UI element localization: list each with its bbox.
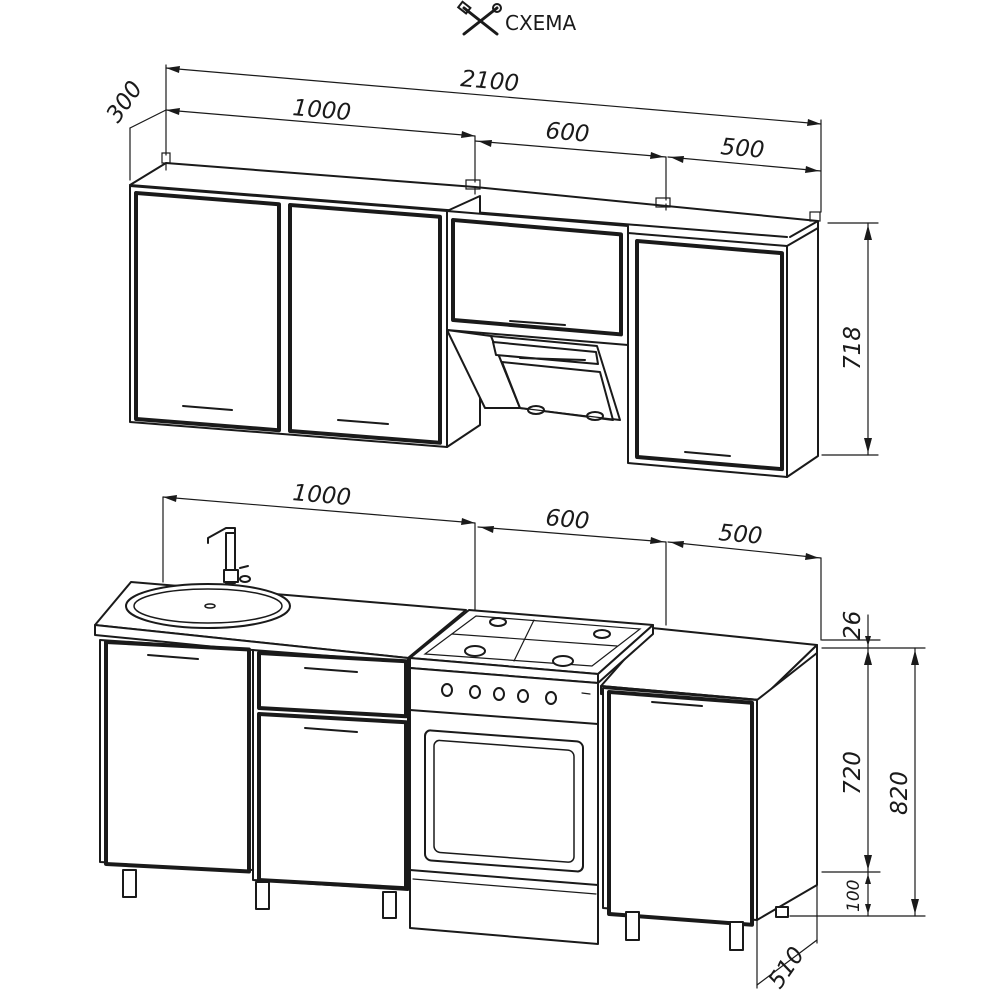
upper-cabinets xyxy=(129,152,821,478)
oven-door[interactable] xyxy=(424,729,584,873)
dim-worktop: 26 xyxy=(840,611,866,640)
cooker-hood xyxy=(446,329,621,421)
upper-door-2[interactable] xyxy=(288,202,442,445)
tools-icon xyxy=(456,0,502,36)
dim-upper-1: 1000 xyxy=(291,95,352,126)
lower-door-1[interactable] xyxy=(104,639,251,874)
leg xyxy=(255,881,270,910)
leg xyxy=(775,906,789,918)
lower-dimensions: 1000 600 500 26 720 820 100 510 xyxy=(162,480,926,993)
dim-upper-2: 600 xyxy=(544,118,590,148)
dim-upper-3: 500 xyxy=(719,134,765,164)
dim-legs: 100 xyxy=(844,880,864,912)
upper-lift-door[interactable] xyxy=(451,217,623,337)
dim-carcass-height: 720 xyxy=(840,751,866,795)
dim-lower-2: 600 xyxy=(544,505,590,535)
faucet xyxy=(207,527,251,584)
handle xyxy=(684,451,731,457)
leg xyxy=(382,891,397,919)
leg xyxy=(625,911,640,941)
sink xyxy=(125,583,291,629)
lower-door-3[interactable] xyxy=(607,689,754,927)
upper-door-3[interactable] xyxy=(635,238,784,472)
page-title: СХЕМА xyxy=(505,11,577,35)
leg xyxy=(729,921,744,951)
lower-cabinets xyxy=(94,496,822,951)
lower-drawer[interactable] xyxy=(257,650,408,719)
handle xyxy=(304,667,358,673)
dim-total-width: 2100 xyxy=(459,66,520,97)
gas-stove xyxy=(409,609,654,945)
handle xyxy=(147,654,199,660)
dim-upper-height: 718 xyxy=(840,326,866,370)
dim-lower-3: 500 xyxy=(717,520,763,550)
handle xyxy=(304,727,358,733)
leg xyxy=(122,869,137,898)
handle xyxy=(651,701,703,707)
dim-lower-1: 1000 xyxy=(291,480,352,511)
dim-depth-upper: 300 xyxy=(102,77,148,128)
handle xyxy=(337,419,389,425)
upper-dimensions: 2100 1000 600 500 300 718 xyxy=(102,64,879,456)
lower-door-2[interactable] xyxy=(257,711,408,891)
handle xyxy=(182,405,233,411)
handle xyxy=(509,320,566,326)
dim-total-height: 820 xyxy=(887,771,913,815)
upper-door-1[interactable] xyxy=(134,190,281,433)
